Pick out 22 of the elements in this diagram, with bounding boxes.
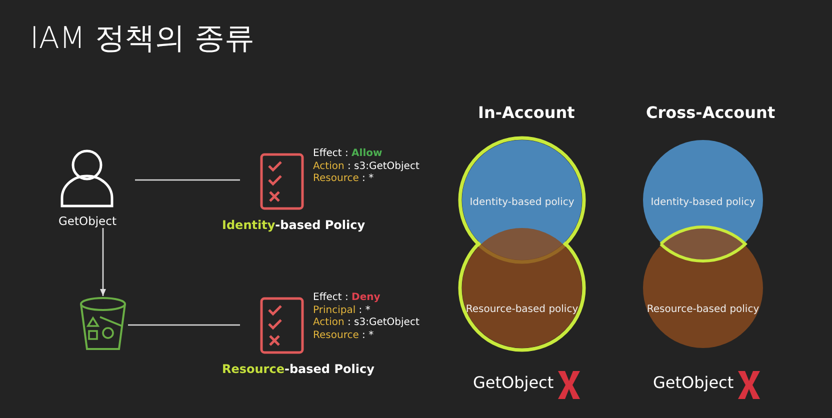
section-heading: In-Account — [478, 103, 575, 122]
action-label: GetObject — [653, 373, 734, 392]
policy-statement: Principal : * — [313, 304, 370, 317]
policy-statement: Effect : Allow — [313, 148, 382, 160]
policy-statement: Action : s3:GetObject — [313, 160, 420, 173]
section-heading: Cross-Account — [646, 103, 776, 122]
action-label: GetObject — [473, 373, 554, 392]
policy-statement: Resource : * — [313, 173, 374, 186]
policy-name: Identity-based Policy — [222, 218, 366, 232]
action-label: GetObject — [58, 214, 118, 228]
policy-name: Resource-based Policy — [222, 362, 374, 376]
circle-label: Resource-based policy — [464, 304, 580, 315]
connector-line — [135, 179, 240, 181]
arrow — [100, 228, 106, 296]
policy-statement: Resource : * — [313, 330, 374, 342]
circle-label: Resource-based policy — [646, 304, 760, 315]
policy-statement: Effect : Deny — [313, 292, 380, 304]
slide-title: IAM 정책의 종류 — [30, 20, 254, 58]
connector-line — [128, 324, 240, 326]
policy-statement: Action : s3:GetObject — [313, 317, 420, 330]
circle-label: Identity-based policy — [468, 197, 576, 208]
circle-label: Identity-based policy — [650, 197, 756, 208]
